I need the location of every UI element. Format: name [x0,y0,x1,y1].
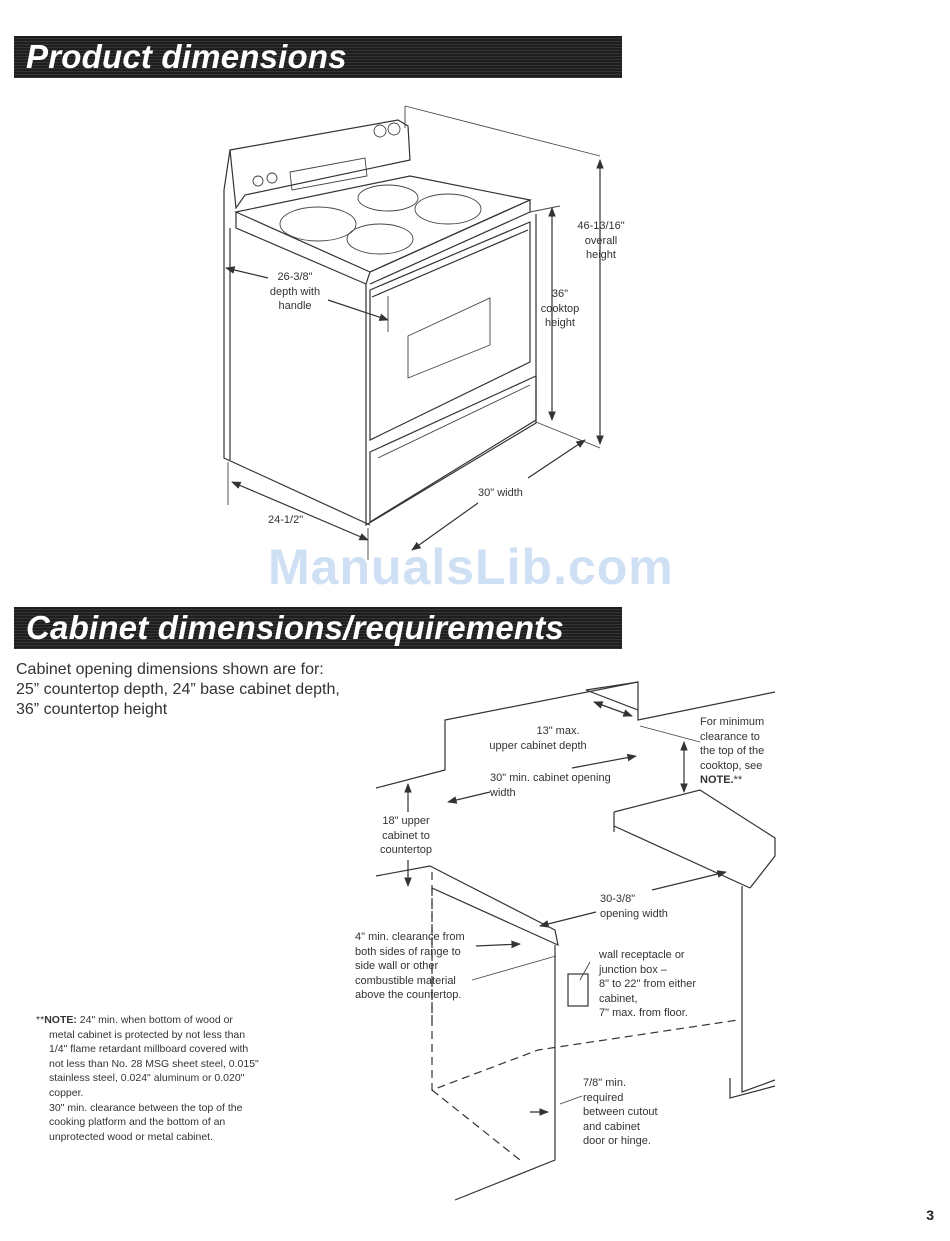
width-label: 30" width [478,487,523,499]
cabinet-dimensions-heading: Cabinet dimensions/requirements [14,607,622,649]
page-number: 3 [926,1207,934,1223]
range-dimension-lines [225,159,604,560]
cabinet-dimension-lines [404,701,727,1116]
upper-cabinet-depth-label: 13" max.upper cabinet depth [489,725,587,752]
depth-label: 24-1/2" [268,514,304,526]
cabinet-note: **NOTE: 24" min. when bottom of wood or … [36,1014,259,1143]
cabinet-drawing [375,681,776,1201]
product-dimensions-heading: Product dimensions [14,36,622,78]
cabinet-intro: Cabinet opening dimensions shown are for… [16,661,340,718]
watermark: ManualsLib.com [268,539,674,595]
opening-width-30-3-8-label: 30-3/8"opening width [600,893,668,920]
